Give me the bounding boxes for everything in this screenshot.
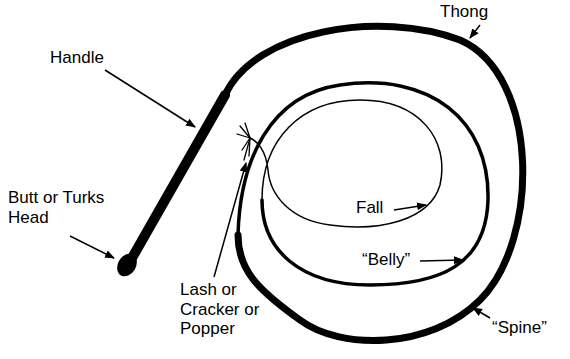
leader-arrow bbox=[70, 236, 114, 258]
thong-belly-loop bbox=[238, 83, 488, 285]
leader-arrow bbox=[473, 308, 490, 318]
part-label: Thong bbox=[440, 2, 488, 22]
part-label: “Belly” bbox=[362, 250, 410, 270]
leader-arrow bbox=[214, 163, 246, 277]
part-label: Lash or Cracker or Popper bbox=[180, 280, 272, 339]
leader-arrow bbox=[105, 70, 195, 127]
part-label: “Spine” bbox=[492, 318, 547, 338]
handle bbox=[132, 95, 225, 258]
cracker-strands bbox=[237, 123, 250, 160]
part-label: Butt or Turks Head bbox=[8, 188, 108, 227]
leader-arrow bbox=[420, 260, 463, 261]
fall-loop bbox=[250, 100, 442, 227]
thong-outer-loop bbox=[225, 26, 523, 340]
part-label: Fall bbox=[356, 198, 383, 218]
part-label: Handle bbox=[50, 48, 104, 68]
leader-arrow bbox=[470, 25, 480, 38]
leader-arrow bbox=[394, 205, 426, 210]
butt-knob bbox=[113, 250, 141, 280]
